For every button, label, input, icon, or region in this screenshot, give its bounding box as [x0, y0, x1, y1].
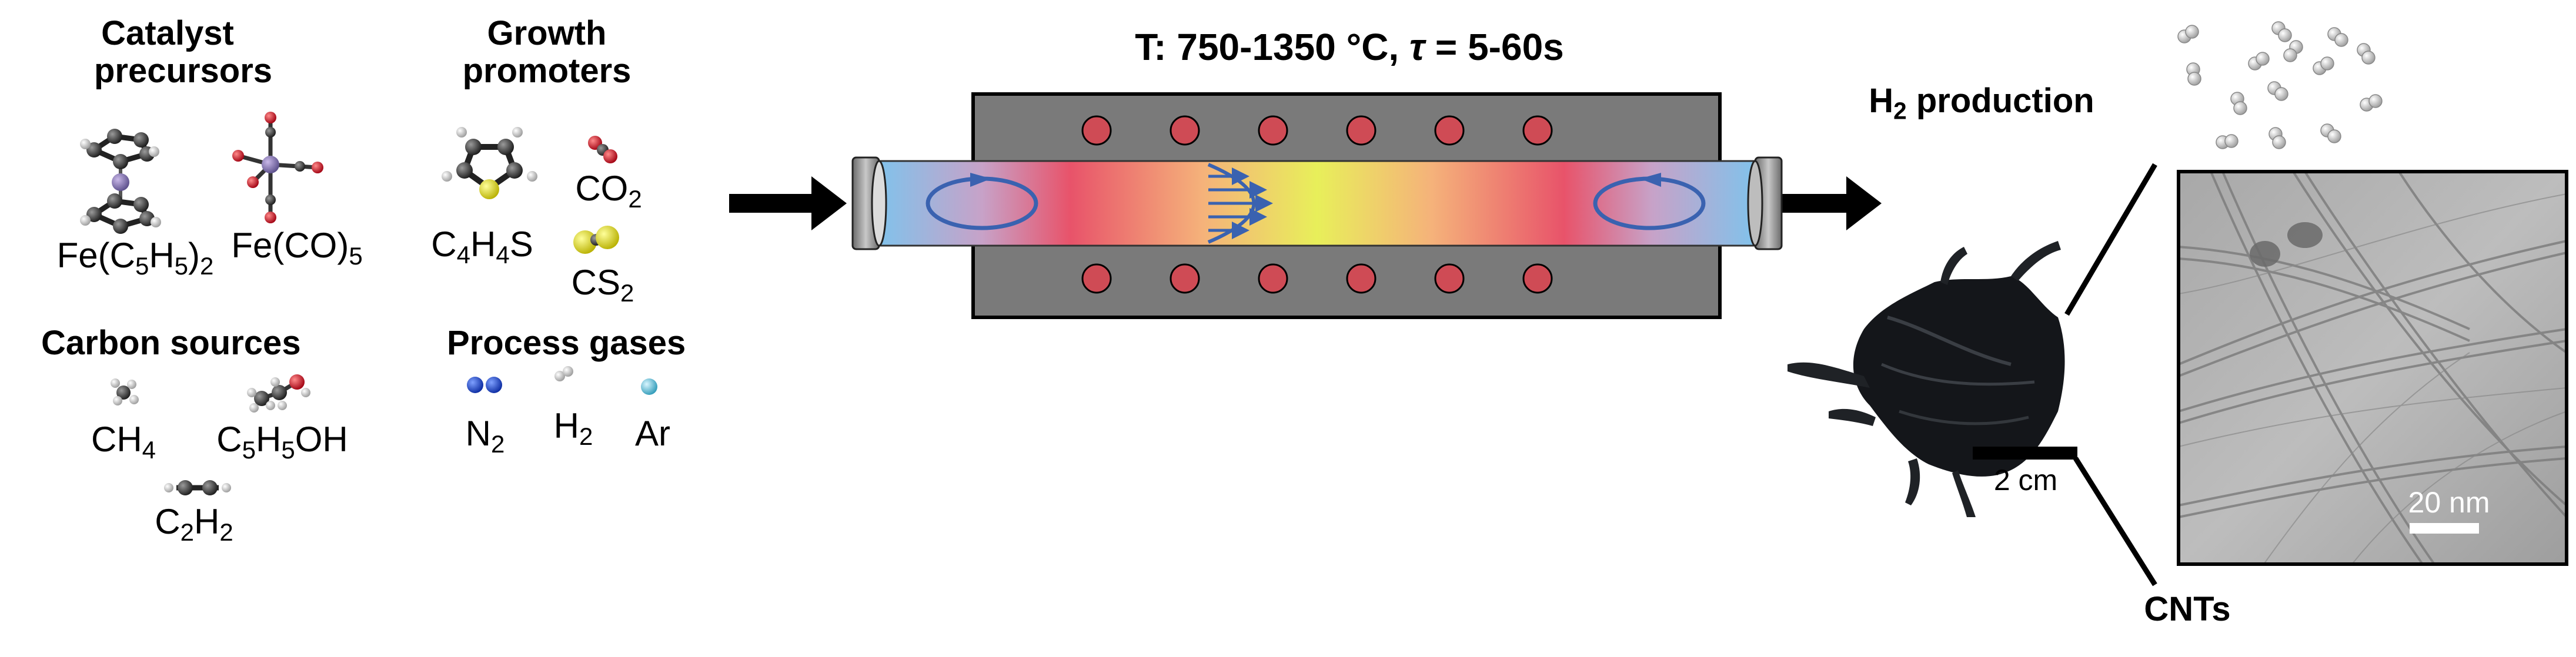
h2-molecule: [554, 366, 573, 381]
catalyst-particle: [2287, 222, 2323, 248]
ferrocene-molecule: [80, 129, 161, 234]
ethanol-molecule: [247, 374, 310, 413]
catalyst-precursors-heading: Catalyst precursors: [94, 14, 273, 90]
heater-element: [1346, 115, 1376, 146]
acetylene-label: C2H2: [155, 502, 233, 546]
cnt-sample-photo: [1788, 241, 2077, 517]
iron-pentacarbonyl-label: Fe(CO)5: [231, 226, 363, 270]
cs2-label: CS2: [571, 263, 634, 307]
heater-element: [1258, 115, 1288, 146]
photo-scale-bar: [1973, 447, 2077, 460]
co2-label: CO2: [575, 169, 642, 213]
ar-label: Ar: [635, 414, 670, 453]
acetylene-molecule: [164, 480, 231, 495]
heater-elements: [1081, 115, 1553, 294]
heater-element: [1258, 263, 1288, 294]
iron-pentacarbonyl-molecule: [232, 112, 323, 223]
heater-element: [1081, 115, 1112, 146]
outlet-arrow: [1776, 176, 1882, 230]
h2-molecules-cloud: [2177, 21, 2383, 149]
co2-molecule: [588, 136, 617, 163]
inlet-arrow: [729, 176, 847, 230]
heater-element: [1522, 115, 1553, 146]
cs2-molecule: [573, 226, 619, 254]
heater-element: [1522, 263, 1553, 294]
reactor-conditions-label: T: 750-1350 °C, τ = 5-60s: [1135, 26, 1564, 68]
heater-element: [1170, 263, 1200, 294]
ferrocene-label: Fe(C5H5)2: [56, 236, 214, 280]
reactor-tube: [851, 156, 1783, 250]
recirculation-arrow-right: [1593, 173, 1706, 230]
heater-element: [1081, 263, 1112, 294]
photo-scale-label: 2 cm: [1993, 464, 2058, 497]
heater-element: [1346, 263, 1376, 294]
tem-scale-label: 20 nm: [2408, 486, 2490, 519]
h2-production-label: H2 production: [1869, 82, 2094, 125]
zoom-lines: [2064, 163, 2157, 586]
heater-element: [1434, 263, 1465, 294]
h2-label: H2: [553, 406, 593, 450]
n2-molecule: [467, 377, 502, 393]
heater-element: [1170, 115, 1200, 146]
catalyst-particle: [2250, 241, 2280, 267]
n2-label: N2: [465, 414, 505, 458]
ethanol-label: C5H5OH: [216, 420, 348, 464]
tem-image: [2177, 170, 2568, 566]
carbon-sources-heading: Carbon sources: [41, 324, 301, 362]
thiophene-label: C4H4S: [431, 224, 533, 269]
recirculation-arrow-left: [926, 173, 1038, 230]
heater-element: [1434, 115, 1465, 146]
ar-atom: [641, 378, 657, 395]
process-gases-heading: Process gases: [447, 324, 686, 362]
flow-profile-arrows: [1207, 163, 1273, 244]
tem-scale-bar: [2410, 523, 2479, 534]
methane-molecule: [111, 378, 139, 405]
growth-promoters-heading: Growth promoters: [462, 14, 632, 90]
cnts-label: CNTs: [2144, 590, 2231, 628]
thiophene-molecule: [442, 127, 537, 199]
methane-label: CH4: [91, 420, 156, 464]
